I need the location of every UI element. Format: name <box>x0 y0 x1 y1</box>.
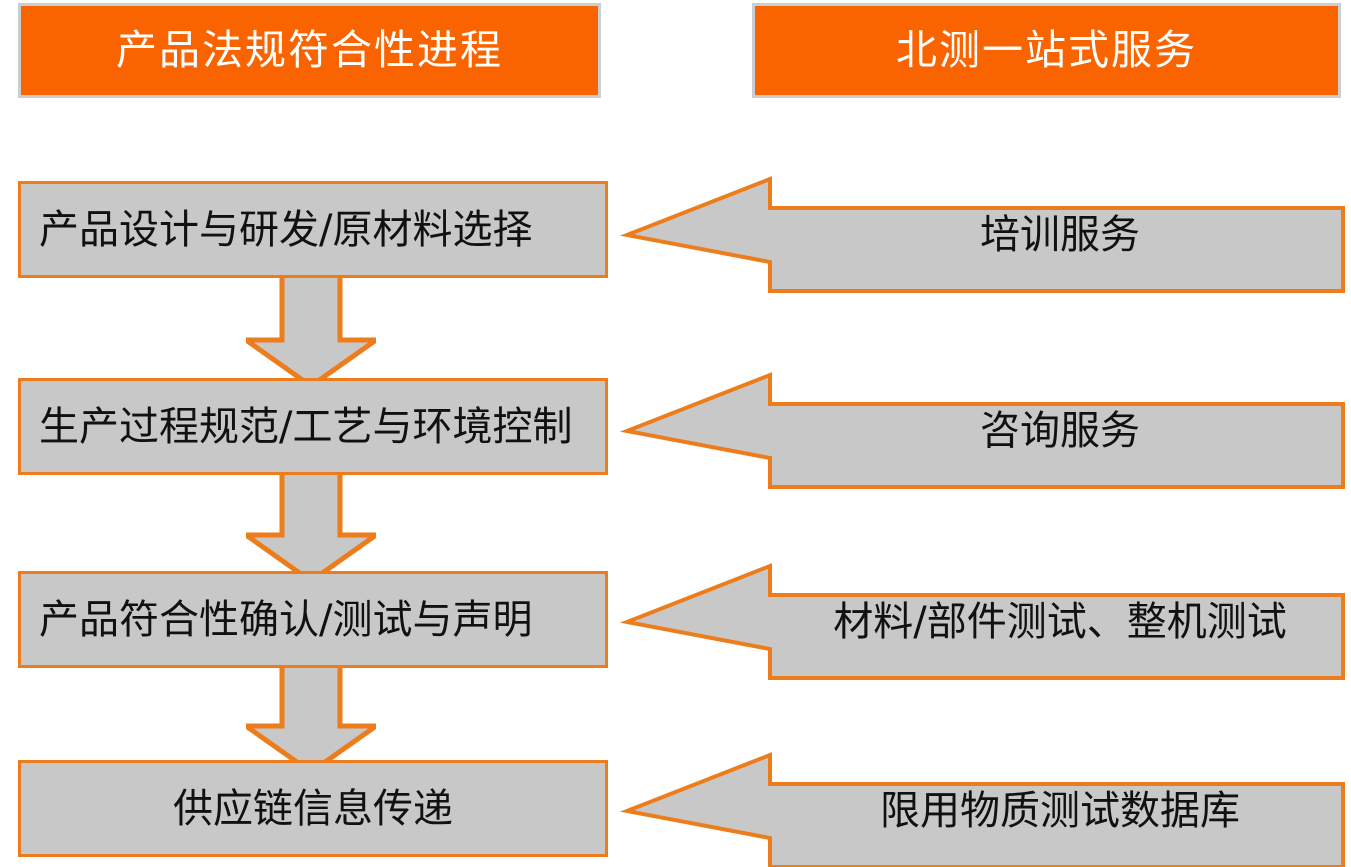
service-arrow-substance-database[interactable]: 限用物质测试数据库 <box>619 752 1346 867</box>
header-banner-service-label: 北测一站式服务 <box>896 26 1197 74</box>
service-arrow-consulting[interactable]: 咨询服务 <box>619 372 1346 490</box>
header-banner-process: 产品法规符合性进程 <box>18 3 601 98</box>
process-box-label: 产品设计与研发/原材料选择 <box>39 206 533 253</box>
header-banner-process-label: 产品法规符合性进程 <box>116 26 503 74</box>
process-box-label: 供应链信息传递 <box>173 785 453 832</box>
down-arrow-icon <box>238 454 384 585</box>
down-arrow-icon <box>238 259 384 390</box>
service-arrow-training[interactable]: 培训服务 <box>619 176 1346 294</box>
header-banner-service: 北测一站式服务 <box>752 3 1341 98</box>
process-box-label: 生产过程规范/工艺与环境控制 <box>39 403 573 450</box>
process-box-label: 产品符合性确认/测试与声明 <box>39 596 533 643</box>
process-box-production-process[interactable]: 生产过程规范/工艺与环境控制 <box>18 378 608 475</box>
service-arrow-material-testing[interactable]: 材料/部件测试、整机测试 <box>619 563 1346 681</box>
process-box-conformity-confirmation[interactable]: 产品符合性确认/测试与声明 <box>18 571 608 668</box>
process-box-supply-chain-info[interactable]: 供应链信息传递 <box>18 760 608 857</box>
process-box-product-design[interactable]: 产品设计与研发/原材料选择 <box>18 181 608 278</box>
